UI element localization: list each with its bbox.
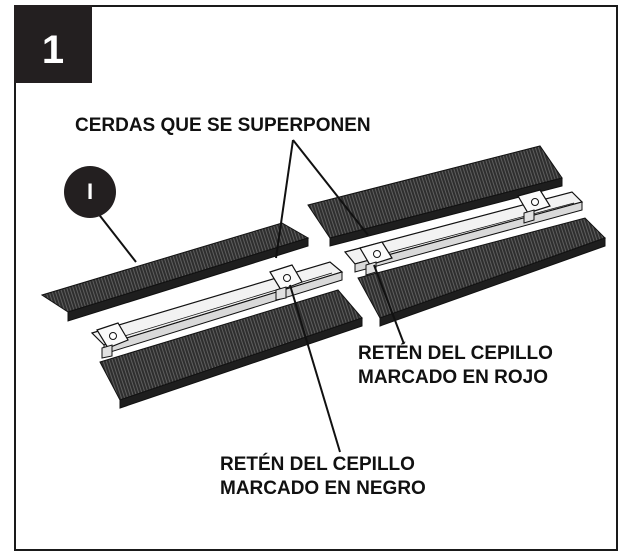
right-brush-retainer-clip-2 <box>517 189 551 224</box>
label-red-retainer: RETÉN DEL CEPILLO MARCADO EN ROJO <box>358 342 553 390</box>
label-red-retainer-line2: MARCADO EN ROJO <box>358 367 549 388</box>
left-brush-retainer-clip-1 <box>96 322 129 359</box>
label-black-retainer-line2: MARCADO EN NEGRO <box>220 478 426 499</box>
right-brush-retainer-clip-red <box>359 241 393 276</box>
label-black-retainer-line1: RETÉN DEL CEPILLO <box>220 454 415 475</box>
right-brush-assembly <box>307 145 606 327</box>
leader-overlap-right <box>292 139 369 236</box>
label-overlapping-bristles: CERDAS QUE SE SUPERPONEN <box>75 115 371 136</box>
leader-black-retainer <box>289 284 341 453</box>
left-brush-assembly <box>40 222 363 409</box>
label-red-retainer-line1: RETÉN DEL CEPILLO <box>358 343 553 364</box>
step-number-badge: 1 <box>14 5 92 83</box>
leader-lines <box>96 139 405 453</box>
leader-callout <box>96 211 137 263</box>
step-number: 1 <box>41 28 65 72</box>
callout-symbol: I <box>86 179 94 204</box>
label-black-retainer: RETÉN DEL CEPILLO MARCADO EN NEGRO <box>220 453 426 501</box>
leader-overlap-left <box>275 139 294 259</box>
callout-marker <box>64 166 116 218</box>
leader-red-retainer <box>373 264 405 345</box>
left-brush-retainer-clip-black <box>269 264 303 301</box>
